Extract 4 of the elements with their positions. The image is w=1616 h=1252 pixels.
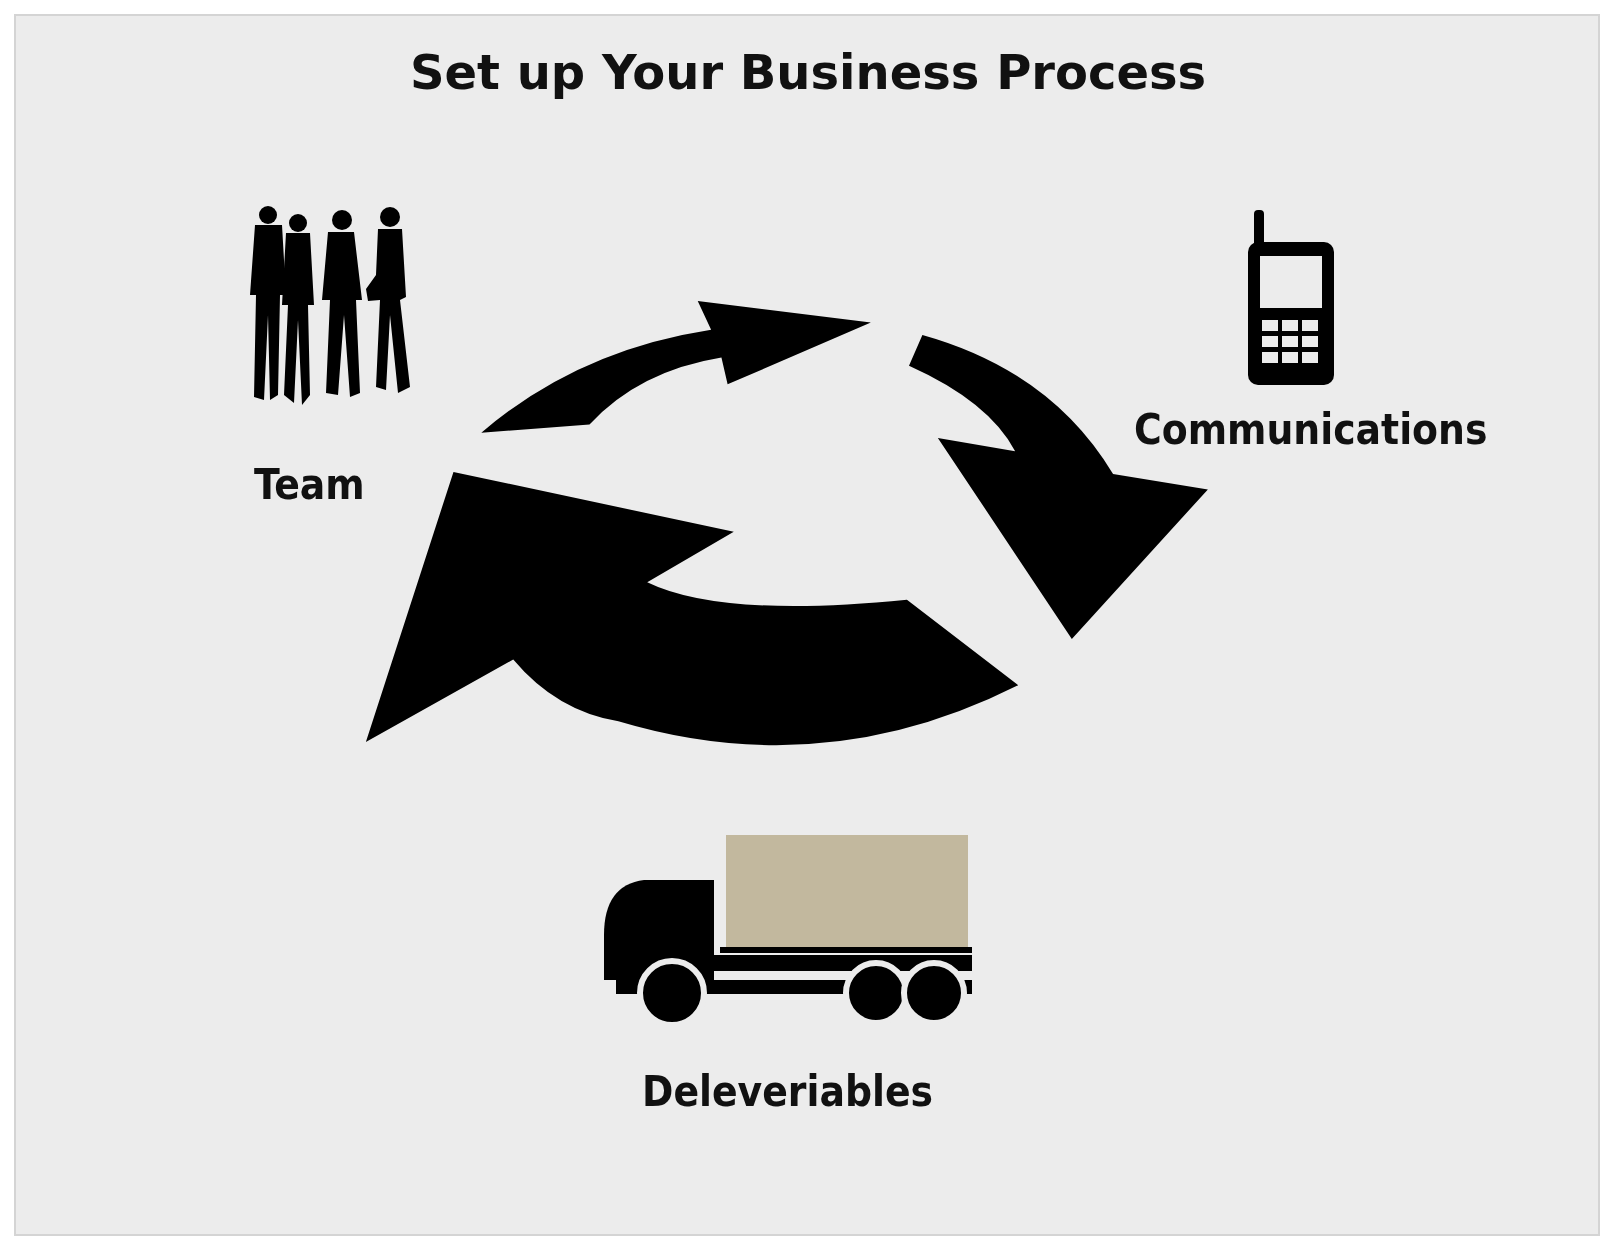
node-label: Deleveriables <box>642 1067 934 1116</box>
node-label: Team <box>254 460 365 509</box>
diagram-title: Set up Your Business Process <box>409 44 1207 100</box>
node-label: Communications <box>1134 405 1488 454</box>
